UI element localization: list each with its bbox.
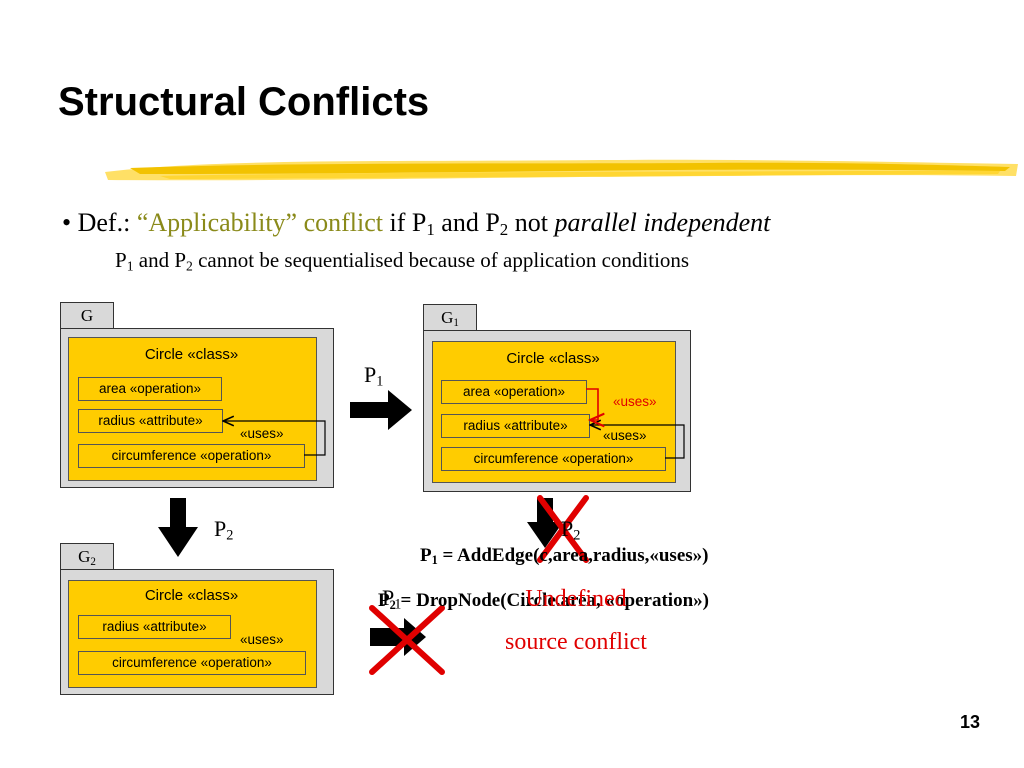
rule-p1-text: = AddEdge(c,area,radius,«uses») (437, 545, 709, 566)
graph-g2-tab-sub: 2 (90, 555, 96, 568)
graph-g2-tab-label: G (78, 547, 91, 566)
graph-g1-tab-sub: 1 (453, 316, 459, 329)
graph-g-radius-node: radius «attribute» (78, 409, 223, 433)
definition-and-text: and P (434, 208, 500, 237)
rule-p2-name: P (378, 590, 390, 611)
arrow-p2-label-text: P (214, 516, 227, 541)
rule-p1-sub: 1 (431, 553, 438, 568)
arrow-p2-right-label-sub: 2 (573, 527, 581, 544)
page-number: 13 (959, 712, 980, 732)
rule-p1-definition: P1 = AddEdge(c,area,radius,«uses») (420, 545, 708, 568)
line2-sub1: 1 (126, 258, 134, 274)
arrow-p1-right (350, 390, 412, 430)
conflict-label-line2: source conflict (505, 629, 647, 655)
red-cross-top (537, 495, 589, 563)
definition-not-text: not (508, 208, 555, 237)
arrow-p1-bottom-label-text: P (382, 585, 395, 610)
line2-and: and P (133, 248, 187, 272)
arrow-p2-right-label-text: P (561, 516, 574, 541)
slide-title: Structural Conflicts (58, 80, 430, 124)
definition-line: • Def.: “Applicability” conflict if P1 a… (62, 208, 770, 240)
applicability-conflict-term: “Applicability” conflict (136, 208, 383, 237)
graph-g-tab-label: G (80, 306, 94, 325)
graph-g1-uses-red-label: «uses» (613, 394, 657, 409)
graph-g2-tab: G2 (60, 543, 114, 570)
graph-g1-area-node: area «operation» (441, 380, 587, 404)
red-cross-bottom (369, 605, 445, 675)
graph-g-uses-label: «uses» (240, 426, 284, 441)
graph-g2-radius-node: radius «attribute» (78, 615, 231, 639)
line2-sub2: 2 (186, 258, 193, 274)
arrow-p1-bottom-label-sub: 1 (394, 596, 402, 613)
definition-sub1: 1 (426, 220, 435, 240)
arrow-p1-label-text: P (364, 362, 377, 387)
rule-p1-name: P (420, 545, 432, 566)
conflict-label-line1: Undefined (525, 586, 627, 612)
definition-sub2: 2 (499, 220, 509, 240)
graph-g-class-title: Circle «class» (144, 346, 239, 363)
graph-g2-uses-label: «uses» (240, 632, 284, 647)
line2-rest: cannot be sequentialised because of appl… (192, 248, 690, 272)
arrow-p1-label: P1 (364, 362, 383, 391)
definition-explanation: P1 and P2 cannot be sequentialised becau… (115, 248, 689, 274)
graph-g1-uses-red-edge (586, 388, 598, 420)
rule-p2-text: = DropNode(Circle.area, «operation») (395, 590, 709, 611)
arrow-p2-right-label: P2 (561, 516, 580, 545)
graph-g-circumference-node: circumference «operation» (78, 444, 305, 468)
graph-g-uses-edge (223, 421, 326, 456)
definition-if-text: if P (383, 208, 427, 237)
graph-g1-circumference-node: circumference «operation» (441, 447, 666, 471)
bullet-label: • Def.: (62, 208, 137, 237)
graph-g1-uses-edge (590, 425, 685, 459)
arrow-p2-down-right (527, 498, 563, 548)
graph-g1-uses-label: «uses» (603, 428, 647, 443)
graph-g1-tab-label: G (441, 308, 454, 327)
graph-g-tab: G (60, 302, 114, 329)
line2-p: P (115, 248, 127, 272)
rule-p2-sub: 2 (389, 598, 396, 613)
arrow-p2-label: P2 (214, 516, 233, 545)
graph-g1-class-title: Circle «class» (506, 350, 600, 367)
arrow-p1-bottom-label: P1 (382, 585, 401, 614)
arrow-p1-label-sub: 1 (376, 373, 384, 390)
graph-g1-tab: G1 (423, 304, 477, 331)
graph-g2-class-title: Circle «class» (144, 587, 239, 604)
arrow-p2-down (158, 498, 198, 557)
rule-p2-definition: P2 = DropNode(Circle.area, «operation») (378, 590, 709, 613)
graph-g-area-node: area «operation» (78, 377, 222, 401)
title-underline-decoration (105, 159, 1018, 181)
graph-g2-circumference-node: circumference «operation» (78, 651, 306, 675)
parallel-independent-term: parallel independent (554, 208, 771, 237)
graph-g1-radius-node: radius «attribute» (441, 414, 590, 438)
arrow-p2-label-sub: 2 (226, 527, 234, 544)
